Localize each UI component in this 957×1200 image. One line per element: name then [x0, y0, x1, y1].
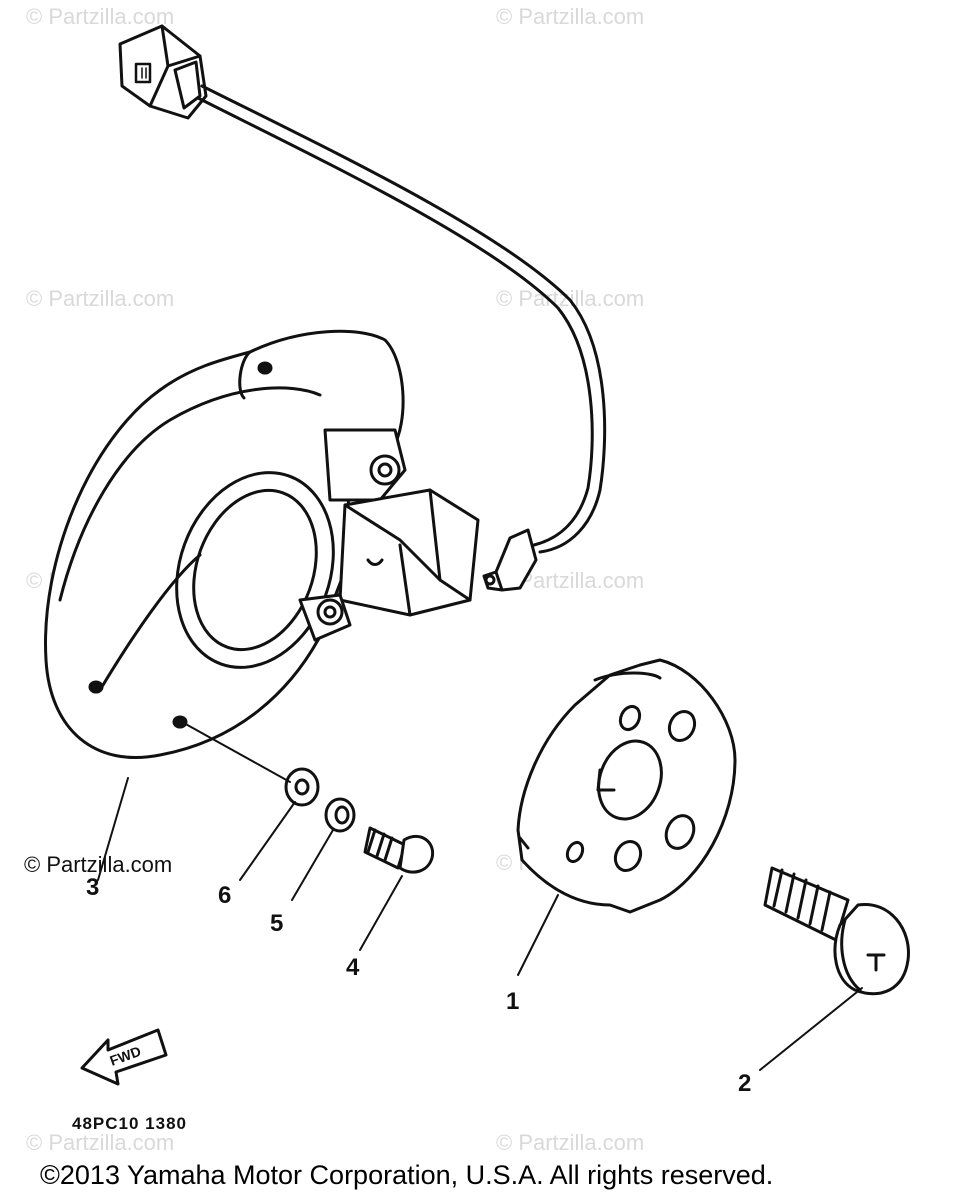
callout-part-4: 4: [346, 954, 360, 981]
partzilla-watermark: © Partzilla.com: [24, 852, 173, 877]
watermark: © Partzilla.com: [496, 4, 645, 29]
bolt-part-4: [363, 826, 435, 874]
screw-part-2: [763, 866, 910, 996]
callout-part-6: 6: [218, 882, 232, 909]
rotor-plate-part-1: [516, 658, 737, 914]
wire-connector: [118, 24, 208, 120]
watermark: © Partzilla.com: [496, 1130, 645, 1155]
lock-washer-part-5: [324, 797, 356, 833]
callout-part-2: 2: [738, 1070, 752, 1097]
watermark: © Partzilla.com: [26, 4, 175, 29]
callout-part-3: 3: [86, 874, 100, 901]
washer-part-6: [284, 767, 320, 807]
copyright-notice: ©2013 Yamaha Motor Corporation, U.S.A. A…: [40, 1160, 774, 1190]
wire-clamp: [482, 528, 538, 592]
callout-part-1: 1: [506, 988, 520, 1015]
diagram-code: 48PC10 1380: [72, 1114, 187, 1133]
watermark: © Partzilla.com: [26, 286, 175, 311]
wire: [196, 84, 607, 554]
callout-part-5: 5: [270, 910, 284, 937]
forward-arrow-icon: [80, 1028, 168, 1086]
leader-lines: [97, 721, 863, 1071]
watermark: © Partzilla.com: [26, 1130, 175, 1155]
pickup-coil: [298, 428, 480, 642]
